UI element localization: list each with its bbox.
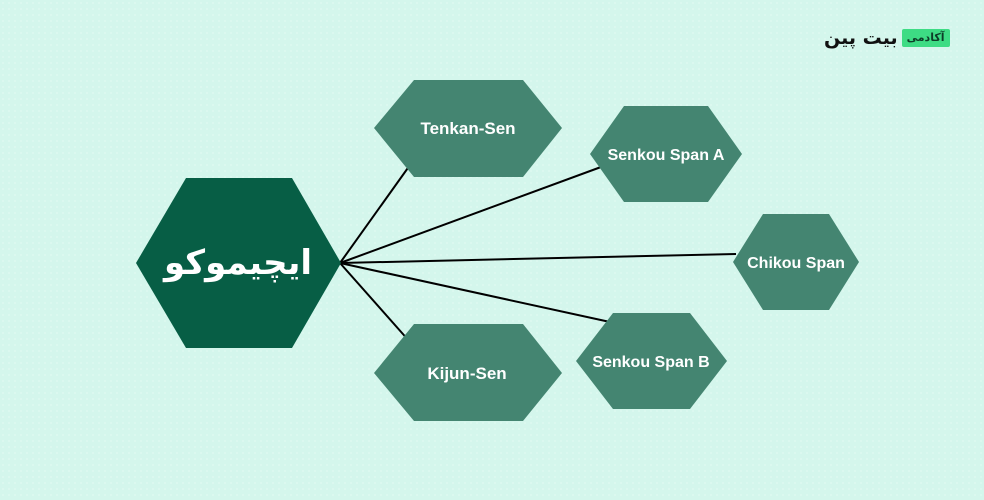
node-senkou-a-label: Senkou Span A: [608, 147, 725, 164]
node-senkou-b-hexagon: [576, 313, 727, 409]
connectors: [339, 164, 737, 343]
node-kijun-label: Kijun-Sen: [427, 364, 506, 383]
node-kijun: Kijun-Sen: [374, 324, 562, 421]
node-senkou-b-label: Senkou Span B: [592, 354, 709, 371]
node-chikou-hexagon: [733, 214, 859, 310]
node-senkou-b: Senkou Span B: [576, 313, 727, 409]
connector-kijun: [339, 262, 411, 343]
node-kijun-hexagon: [374, 324, 562, 421]
node-chikou: Chikou Span: [733, 214, 859, 310]
node-tenkan-hexagon: [374, 80, 562, 177]
connector-senkou-b: [339, 262, 611, 323]
center-node: ایچیموکو: [136, 178, 341, 348]
node-senkou-a: Senkou Span A: [590, 106, 742, 202]
logo-badge: آکادمی: [901, 29, 950, 47]
node-tenkan: Tenkan-Sen: [374, 80, 562, 177]
connector-chikou: [339, 253, 737, 264]
node-chikou-label: Chikou Span: [747, 255, 845, 272]
brand-logo: بیت پین آکادمی: [824, 26, 954, 50]
center-hexagon: [136, 178, 341, 348]
connector-senkou-a: [339, 166, 602, 264]
logo-wordmark: بیت پین: [824, 27, 898, 49]
node-tenkan-label: Tenkan-Sen: [420, 119, 515, 138]
connector-tenkan: [339, 164, 411, 264]
node-senkou-a-hexagon: [590, 106, 742, 202]
center-label: ایچیموکو: [162, 244, 312, 283]
